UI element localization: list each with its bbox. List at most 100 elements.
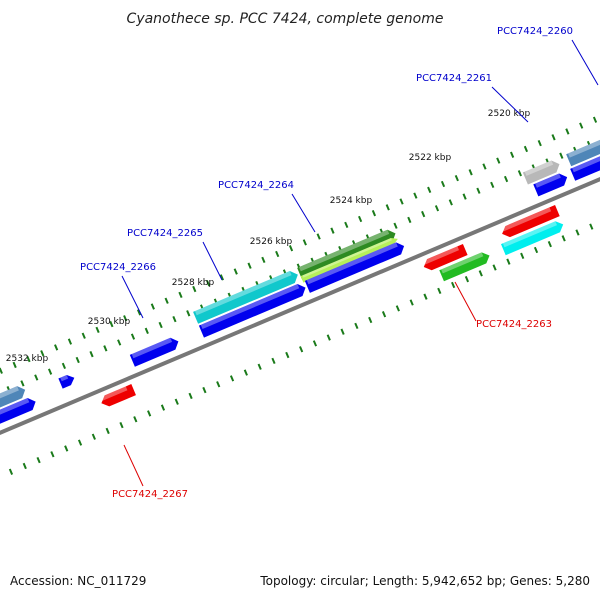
gene-arrow-red-right[interactable] [501,205,560,238]
tick-mark [247,262,252,269]
tick-mark [89,351,94,358]
tick-mark [371,210,377,217]
tick-mark [271,357,276,365]
length-value: 5,942,652 bp [421,574,502,588]
tick-mark [64,445,69,452]
tick-mark [206,280,211,287]
tick-mark [67,338,73,345]
gene-label[interactable]: PCC7424_2260 [497,26,573,37]
tick-mark [302,239,307,246]
tick-mark [22,462,27,470]
tick-mark [592,116,598,123]
tick-mark [490,181,495,189]
accession-value: NC_011729 [77,574,147,588]
tick-mark [233,268,238,275]
tick-mark [219,274,225,281]
tick-mark [533,246,539,254]
gene-label[interactable]: PCC7424_2265 [127,228,203,239]
tick-mark [354,322,359,330]
tick-mark [144,327,149,334]
gene-label[interactable]: PCC7424_2263 [476,319,552,330]
tick-mark [393,222,398,229]
tick-mark [451,281,456,289]
tick-mark [103,345,108,352]
tick-mark [136,309,142,316]
tick-mark [54,344,59,351]
genes-label: Genes: [509,574,552,588]
tick-mark [150,303,155,310]
tick-mark [12,361,17,369]
tick-mark [427,186,432,193]
tick-mark [537,139,542,147]
gene-label[interactable]: PCC7424_2267 [112,489,188,500]
tick-mark [81,332,86,339]
leader-line [123,444,144,487]
tick-mark [448,199,453,206]
tick-mark [186,310,191,317]
tick-mark [178,291,183,299]
gene-label[interactable]: PCC7424_2261 [416,73,492,84]
tick-label: 2524 kbp [330,196,373,206]
genome-backbone [0,177,600,435]
tick-mark [381,311,387,318]
tick-mark [119,421,124,429]
gene-arrow-blue-2[interactable] [58,374,75,389]
tick-mark [133,416,138,423]
gene-arrow-blue-3[interactable] [129,337,179,367]
tick-mark [275,250,280,258]
leader-line [571,39,599,86]
gene-arrow-blue-6[interactable] [533,173,568,197]
tick-mark [551,134,556,141]
tick-mark [506,258,511,265]
tick-mark [105,427,110,435]
tick-mark [476,187,481,194]
tick-mark [579,122,584,129]
tick-mark [492,264,497,271]
tick-mark [423,293,428,300]
gene-label[interactable]: PCC7424_2264 [218,180,294,191]
tick-mark [160,404,166,411]
gene-arrow-blue-1[interactable] [0,398,36,437]
tick-mark [468,169,473,176]
gene-label[interactable]: PCC7424_2266 [80,262,156,273]
tick-mark [399,198,404,205]
gene-arrow-lime[interactable] [300,238,398,283]
topology-value: circular [320,574,365,588]
tick-mark [91,433,96,440]
gene-arrow-red-left[interactable] [100,384,136,407]
tick-mark [257,363,262,370]
tick-marks [0,116,598,475]
topology-label: Topology: [260,574,317,588]
gene-arrow-bright-cyan[interactable] [501,221,564,256]
gene-arrow-blue-4[interactable] [198,284,306,338]
tick-label: 2532 kbp [6,354,49,364]
tick-mark [174,398,179,405]
tick-mark [559,152,564,159]
tick-mark [20,380,25,387]
gene-arrow-grey[interactable] [522,160,560,185]
gene-arrow-blue-7[interactable] [570,143,600,181]
tick-mark [510,151,515,158]
tick-mark [188,392,193,400]
tick-mark [40,350,45,357]
tick-mark [47,368,53,375]
tick-mark [407,216,412,224]
tick-mark [61,362,66,369]
tick-mark [464,276,470,283]
gene-arrow-blue-5[interactable] [304,242,405,293]
tick-mark [330,227,335,234]
tick-mark [340,328,345,335]
tick-mark [77,439,83,446]
gene-arrow-bright-green[interactable] [439,252,490,282]
tick-mark [50,451,55,458]
gene-arrow-red-mid[interactable] [423,243,468,271]
tick-label: 2526 kbp [250,237,293,247]
tick-mark [0,367,3,374]
tick-mark [421,210,426,218]
gene-arrow-steel-right[interactable] [566,129,600,167]
tick-label: 2520 kbp [488,109,531,119]
gene-arrow-cyan[interactable] [193,270,298,324]
gene-arrow-steel-left[interactable] [0,386,26,423]
tick-label: 2522 kbp [409,153,452,163]
accession-info: Accession: NC_011729 [10,574,146,588]
